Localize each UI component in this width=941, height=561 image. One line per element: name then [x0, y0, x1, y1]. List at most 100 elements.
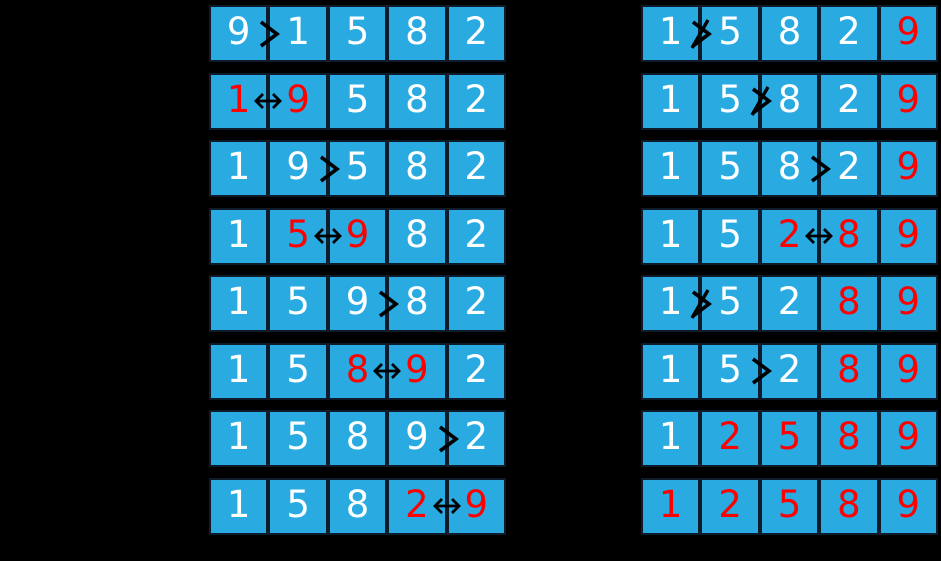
cell-value: 2 [777, 347, 802, 391]
array-cell: 5 [700, 275, 760, 332]
array-cell: 2 [446, 72, 507, 130]
array-cell: 2 [759, 275, 820, 332]
cell-value: 2 [718, 415, 742, 458]
array-cell: 9 [878, 207, 939, 265]
array-cell: 9 [268, 72, 328, 130]
array-cell: 1 [209, 207, 269, 265]
cell-value: 2 [464, 145, 489, 188]
array-cell: 8 [327, 410, 388, 467]
cell-value: 2 [837, 145, 861, 188]
cell-value: 2 [718, 482, 742, 526]
cell-value: 9 [896, 145, 921, 188]
cell-value: 1 [286, 10, 310, 53]
cell-value: 5 [286, 347, 310, 391]
cell-value: 8 [837, 280, 861, 323]
cell-value: 9 [896, 10, 921, 53]
cell-value: 2 [464, 77, 489, 121]
cell-value: 5 [286, 280, 310, 323]
array-cell: 8 [327, 477, 388, 535]
array-cell: 2 [446, 275, 507, 332]
cell-value: 9 [896, 212, 921, 256]
array-cell: 8 [819, 342, 879, 400]
cell-value: 5 [718, 77, 742, 121]
array-cell: 9 [387, 410, 447, 467]
array-cell: 5 [327, 72, 388, 130]
cell-value: 8 [405, 212, 429, 256]
array-cell: 1 [641, 275, 701, 332]
array-cell: 9 [327, 275, 388, 332]
array-cell: 9 [268, 140, 328, 197]
array-cell: 9 [878, 72, 939, 130]
array-cell: 8 [819, 207, 879, 265]
array-cell: 2 [446, 410, 507, 467]
cell-value: 9 [896, 347, 921, 391]
array-cell: 5 [700, 5, 760, 62]
cell-value: 8 [345, 482, 370, 526]
cell-value: 9 [405, 415, 429, 458]
cell-value: 2 [777, 212, 802, 256]
array-cell: 9 [878, 477, 939, 535]
cell-value: 2 [405, 482, 429, 526]
array-cell: 8 [387, 5, 447, 62]
array-cell: 1 [641, 342, 701, 400]
array-cell: 9 [878, 140, 939, 197]
cell-value: 2 [464, 347, 489, 391]
array-cell: 5 [327, 5, 388, 62]
array-cell: 2 [446, 5, 507, 62]
array-cell: 8 [387, 72, 447, 130]
cell-value: 1 [226, 145, 251, 188]
array-cell: 5 [268, 207, 328, 265]
cell-value: 1 [226, 212, 251, 256]
cell-value: 8 [345, 347, 370, 391]
array-cell: 8 [759, 140, 820, 197]
array-cell: 5 [700, 140, 760, 197]
cell-value: 9 [464, 482, 489, 526]
cell-value: 8 [837, 415, 861, 458]
cell-value: 1 [226, 280, 251, 323]
array-cell: 2 [759, 342, 820, 400]
array-cell: 9 [878, 410, 939, 467]
cell-value: 1 [658, 145, 683, 188]
array-cell: 1 [209, 477, 269, 535]
cell-value: 9 [405, 347, 429, 391]
cell-value: 8 [837, 482, 861, 526]
array-cell: 9 [446, 477, 507, 535]
cell-value: 2 [464, 10, 489, 53]
array-cell: 1 [209, 275, 269, 332]
array-cell: 1 [268, 5, 328, 62]
array-cell: 1 [641, 5, 701, 62]
cell-value: 5 [718, 347, 742, 391]
array-cell: 9 [327, 207, 388, 265]
cell-value: 2 [464, 212, 489, 256]
cell-value: 9 [286, 145, 310, 188]
array-cell: 1 [209, 72, 269, 130]
array-cell: 8 [387, 275, 447, 332]
cell-value: 8 [777, 77, 802, 121]
cell-value: 9 [896, 482, 921, 526]
cell-value: 5 [718, 212, 742, 256]
array-cell: 2 [446, 207, 507, 265]
array-cell: 5 [759, 410, 820, 467]
array-cell: 8 [387, 140, 447, 197]
cell-value: 2 [464, 280, 489, 323]
array-cell: 5 [268, 275, 328, 332]
array-cell: 2 [819, 5, 879, 62]
array-cell: 2 [819, 72, 879, 130]
cell-value: 5 [345, 10, 370, 53]
cell-value: 1 [658, 10, 683, 53]
cell-value: 8 [837, 212, 861, 256]
array-cell: 5 [700, 72, 760, 130]
array-cell: 1 [641, 140, 701, 197]
array-cell: 5 [268, 477, 328, 535]
